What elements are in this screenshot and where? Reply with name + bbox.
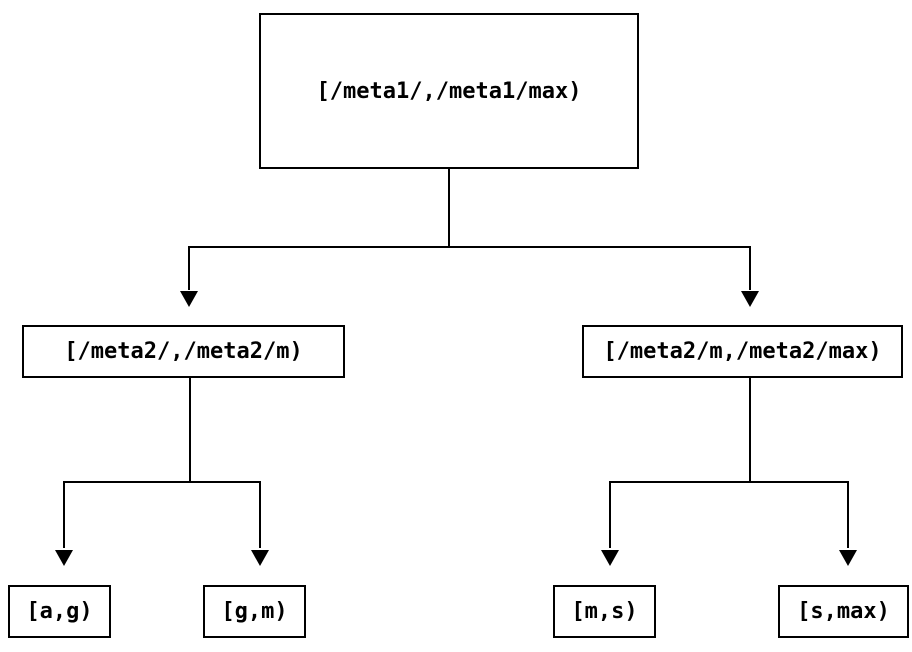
arrow-down-icon [839, 550, 857, 566]
node-root-label: [/meta1/,/meta1/max) [316, 78, 582, 104]
node-leaf-smax: [s,max) [778, 585, 909, 638]
connector-root-drop-right [749, 246, 751, 290]
connector-root-stem [448, 169, 450, 247]
node-leaf-gm-label: [g,m) [221, 599, 288, 624]
arrow-down-icon [251, 550, 269, 566]
node-leaf-ag-label: [a,g) [26, 599, 93, 624]
connector-left-drop-a [63, 481, 65, 548]
connector-root-rail [188, 246, 751, 248]
node-meta2-low: [/meta2/,/meta2/m) [22, 325, 345, 378]
arrow-down-icon [741, 291, 759, 307]
arrow-down-icon [601, 550, 619, 566]
connector-left-stem [189, 378, 191, 483]
connector-left-drop-b [259, 481, 261, 548]
arrow-down-icon [55, 550, 73, 566]
connector-right-stem [749, 378, 751, 483]
node-leaf-ag: [a,g) [8, 585, 111, 638]
node-meta2-high-label: [/meta2/m,/meta2/max) [603, 339, 882, 364]
node-leaf-ms-label: [m,s) [571, 599, 638, 624]
connector-right-drop-a [609, 481, 611, 548]
node-leaf-ms: [m,s) [553, 585, 656, 638]
arrow-down-icon [180, 291, 198, 307]
connector-left-rail [63, 481, 261, 483]
node-leaf-gm: [g,m) [203, 585, 306, 638]
node-meta2-low-label: [/meta2/,/meta2/m) [64, 339, 303, 364]
connector-right-rail [609, 481, 849, 483]
node-root: [/meta1/,/meta1/max) [259, 13, 639, 169]
node-leaf-smax-label: [s,max) [797, 599, 890, 624]
connector-right-drop-b [847, 481, 849, 548]
connector-root-drop-left [188, 246, 190, 290]
node-meta2-high: [/meta2/m,/meta2/max) [582, 325, 903, 378]
